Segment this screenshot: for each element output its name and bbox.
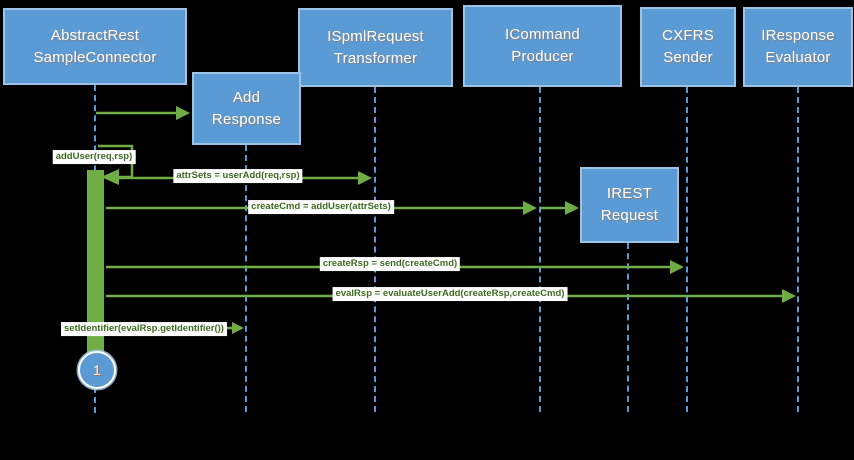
actor-icommand-producer: ICommand Producer xyxy=(463,5,622,87)
actor-cxfrs-sender: CXFRS Sender xyxy=(640,7,736,87)
message-label-add-user: addUser(req,rsp) xyxy=(52,150,136,164)
sequence-number-badge: 1 xyxy=(78,351,116,389)
message-label-set-identifier: setIdentifier(evalRsp.getIdentifier()) xyxy=(61,322,227,336)
actor-ispml-request-transformer: ISpmlRequest Transformer xyxy=(298,8,453,87)
actor-abstract-rest-sample-connector: AbstractRest SampleConnector xyxy=(3,8,187,85)
actor-iresponse-evaluator: IResponse Evaluator xyxy=(743,7,853,87)
message-arrow-create-irest-request xyxy=(541,201,579,215)
lifeline-iresponse-evaluator xyxy=(797,87,799,412)
object-add-response: Add Response xyxy=(192,72,301,145)
activation-bar xyxy=(87,170,104,353)
message-arrow-create-add-response xyxy=(96,106,190,120)
message-label-create-rsp: createRsp = send(createCmd) xyxy=(319,257,461,271)
message-label-attr-sets: attrSets = userAdd(req,rsp) xyxy=(173,169,303,183)
lifeline-cxfrs-sender xyxy=(686,87,688,412)
message-label-eval-rsp: evalRsp = evaluateUserAdd(createRsp,crea… xyxy=(332,287,568,301)
lifeline-add-response xyxy=(245,145,247,412)
object-irest-request: IREST Request xyxy=(580,167,679,243)
sequence-number: 1 xyxy=(93,362,101,378)
lifeline-irest-request xyxy=(627,243,629,412)
lifeline-icommand-producer xyxy=(539,87,541,412)
lifeline-ispml-request-transformer xyxy=(374,87,376,412)
message-label-create-cmd: createCmd = addUser(attrSets) xyxy=(248,200,394,214)
